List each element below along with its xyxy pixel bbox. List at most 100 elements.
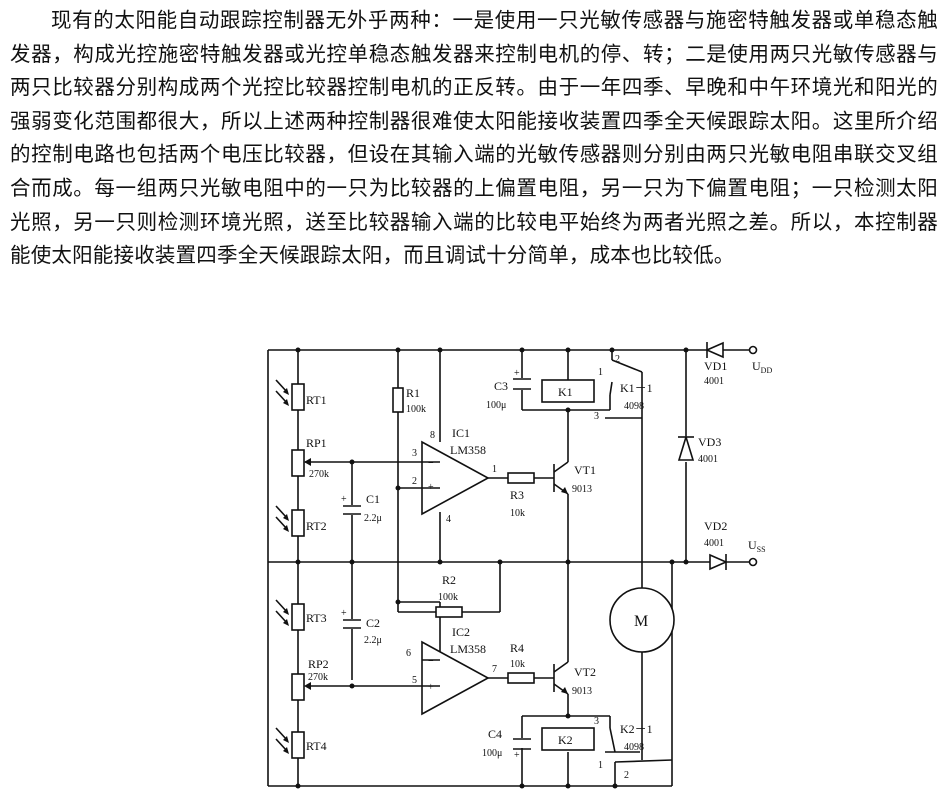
capacitor-c4: + C4 100μ (482, 727, 531, 761)
ic1-pin-3: 3 (412, 448, 417, 459)
resistor-r4: R4 10k (507, 641, 535, 684)
ic2-pin-5: 5 (412, 675, 417, 686)
terminal-udd: UDD (748, 345, 772, 375)
photoresistor-rt3: RT3 (275, 599, 327, 631)
svg-text:−: − (428, 458, 434, 469)
capacitor-c2: + C2 2.2μ (341, 608, 382, 646)
k1-label: K1 (558, 385, 573, 399)
r3-value: 10k (510, 508, 525, 519)
motor: M (609, 587, 675, 653)
opamp-ic1: + − IC1 LM358 8 3 2 4 1 (412, 426, 497, 525)
r2-value: 100k (438, 592, 458, 603)
k2-1-pin-3: 3 (594, 716, 599, 727)
terminal-uss: USS (748, 538, 766, 567)
potentiometer-rp2: RP2 270k (291, 657, 329, 701)
ic1-part: LM358 (450, 443, 486, 457)
k2-1-pin-2: 2 (624, 770, 629, 781)
rt4-label: RT4 (306, 739, 327, 753)
svg-text:+: + (514, 750, 520, 761)
wiring (267, 349, 750, 787)
diode-vd2: VD2 4001 (704, 519, 728, 571)
svg-text:−: − (428, 656, 434, 667)
relay-k1: K1 (541, 379, 595, 403)
switch-k2-1: K2－1 4098 1 2 3 (594, 716, 653, 781)
junctions (295, 347, 689, 789)
rt2-label: RT2 (306, 519, 327, 533)
switch-k1-1: K1－1 4098 1 2 3 (594, 354, 653, 422)
ic1-pin-8: 8 (430, 430, 435, 441)
vd2-label: VD2 (704, 519, 727, 533)
resistor-r3: R3 10k (507, 472, 535, 519)
opamp-ic2: − + IC2 LM358 6 5 7 (406, 625, 497, 716)
r4-label: R4 (510, 641, 524, 655)
vt2-label: VT2 (574, 665, 596, 679)
resistor-r2: R2 100k (435, 573, 463, 618)
svg-text:+: + (428, 482, 434, 493)
r2-label: R2 (442, 573, 456, 587)
ic1-label: IC1 (452, 426, 470, 440)
k2-1-label: K2－1 (620, 722, 653, 736)
transistor-vt2: VT2 9013 (561, 665, 596, 697)
svg-text:+: + (428, 682, 434, 693)
relay-k2: K2 (541, 727, 595, 751)
vt2-part: 9013 (572, 686, 592, 697)
photoresistor-rt2: RT2 (275, 505, 327, 537)
capacitor-c3: + C3 100μ (486, 368, 531, 411)
r1-label: R1 (406, 386, 420, 400)
k2-1-part: 4098 (624, 742, 644, 753)
photoresistor-rt4: RT4 (275, 727, 327, 759)
vt1-label: VT1 (574, 463, 596, 477)
c2-value: 2.2μ (364, 635, 382, 646)
c1-value: 2.2μ (364, 513, 382, 524)
resistor-r1: R1 100k (392, 386, 426, 415)
r3-label: R3 (510, 488, 524, 502)
c4-label: C4 (488, 727, 502, 741)
vd1-label: VD1 (704, 359, 727, 373)
rp2-value: 270k (308, 672, 328, 683)
rt3-label: RT3 (306, 611, 327, 625)
vd1-part: 4001 (704, 376, 724, 387)
capacitor-c1: + C1 2.2μ (341, 492, 382, 524)
rp1-value: 270k (309, 469, 329, 480)
vd2-part: 4001 (704, 538, 724, 549)
k1-1-pin-1: 1 (598, 367, 603, 378)
article-paragraph: 现有的太阳能自动跟踪控制器无外乎两种：一是使用一只光敏传感器与施密特触发器或单稳… (10, 8, 938, 268)
udd-label: UDD (752, 359, 772, 375)
k2-label: K2 (558, 733, 573, 747)
c1-label: C1 (366, 492, 380, 506)
vd3-label: VD3 (698, 435, 721, 449)
motor-label: M (634, 613, 648, 630)
transistor-vt1: VT1 9013 (561, 463, 596, 495)
rp1-label: RP1 (306, 436, 327, 450)
diode-vd1: VD1 4001 (704, 341, 727, 387)
svg-text:+: + (514, 368, 520, 379)
ic2-pin-6: 6 (406, 648, 411, 659)
diode-vd3: VD3 4001 (677, 434, 721, 465)
k1-1-part: 4098 (624, 401, 644, 412)
vt1-part: 9013 (572, 484, 592, 495)
c3-value: 100μ (486, 400, 506, 411)
ic1-pin-1: 1 (492, 464, 497, 475)
vd3-part: 4001 (698, 454, 718, 465)
rp2-label: RP2 (308, 657, 329, 671)
c3-label: C3 (494, 379, 508, 393)
c4-value: 100μ (482, 748, 502, 759)
ic2-part: LM358 (450, 642, 486, 656)
ic1-pin-4: 4 (446, 514, 451, 525)
k2-1-pin-1: 1 (598, 760, 603, 771)
ic2-label: IC2 (452, 625, 470, 639)
svg-text:+: + (341, 494, 347, 505)
svg-text:+: + (341, 608, 347, 619)
k1-1-label: K1－1 (620, 381, 653, 395)
ic2-pin-7: 7 (492, 664, 497, 675)
c2-label: C2 (366, 616, 380, 630)
rt1-label: RT1 (306, 393, 327, 407)
k1-1-pin-2: 2 (615, 354, 620, 365)
ic1-pin-2: 2 (412, 476, 417, 487)
photoresistor-rt1: RT1 (275, 379, 327, 411)
r1-value: 100k (406, 404, 426, 415)
potentiometer-rp1: RP1 270k (291, 436, 329, 480)
r4-value: 10k (510, 659, 525, 670)
uss-label: USS (748, 538, 766, 554)
